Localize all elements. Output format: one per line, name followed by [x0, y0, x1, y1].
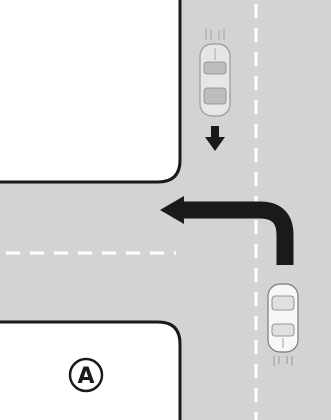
marker-a-label: A	[77, 364, 94, 389]
marker-a-badge: A	[70, 359, 102, 391]
